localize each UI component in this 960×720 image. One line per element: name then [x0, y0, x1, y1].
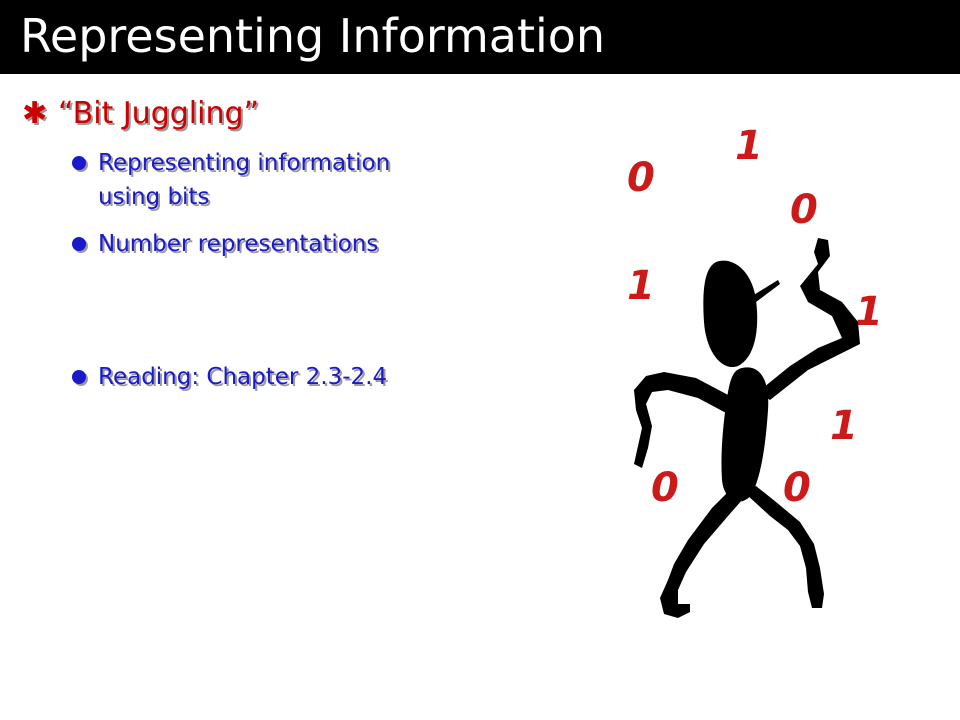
round-bullet-icon	[72, 237, 86, 251]
figure-left-arm	[634, 372, 730, 468]
round-bullet-icon	[72, 370, 86, 384]
figure-neck-strand	[752, 280, 780, 302]
juggled-digit: 1	[830, 403, 858, 449]
figure-torso	[721, 367, 769, 502]
asterisk-bullet-icon: ✱	[22, 96, 48, 131]
juggled-digit: 1	[735, 123, 763, 169]
juggled-digit: 0	[627, 155, 655, 201]
sub-bullet-1-line2: using bits	[98, 184, 210, 210]
juggling-stick-figure	[634, 238, 860, 618]
juggled-digit: 0	[790, 187, 818, 233]
figure-right-arm	[758, 238, 860, 400]
sub-bullet-2-text: Number representations	[98, 231, 379, 257]
juggled-digit: 1	[855, 289, 883, 335]
figure-left-leg	[660, 488, 742, 618]
slide-title: Representing Information	[20, 9, 606, 63]
main-bullet: ✱ “Bit Juggling”	[22, 96, 259, 132]
figure-head	[703, 260, 758, 368]
juggled-digit: 1	[627, 263, 655, 309]
juggled-digit: 0	[651, 465, 679, 511]
juggled-digit: 0	[783, 465, 811, 511]
title-bar: Representing Information	[0, 0, 960, 74]
sub-bullet-1-line1: Representing information	[98, 150, 391, 176]
sub-bullet-3-text: Reading: Chapter 2.3-2.4	[98, 364, 388, 390]
figure-right-leg	[746, 486, 824, 608]
main-bullet-text: “Bit Juggling”	[58, 96, 260, 131]
round-bullet-icon	[72, 156, 86, 170]
